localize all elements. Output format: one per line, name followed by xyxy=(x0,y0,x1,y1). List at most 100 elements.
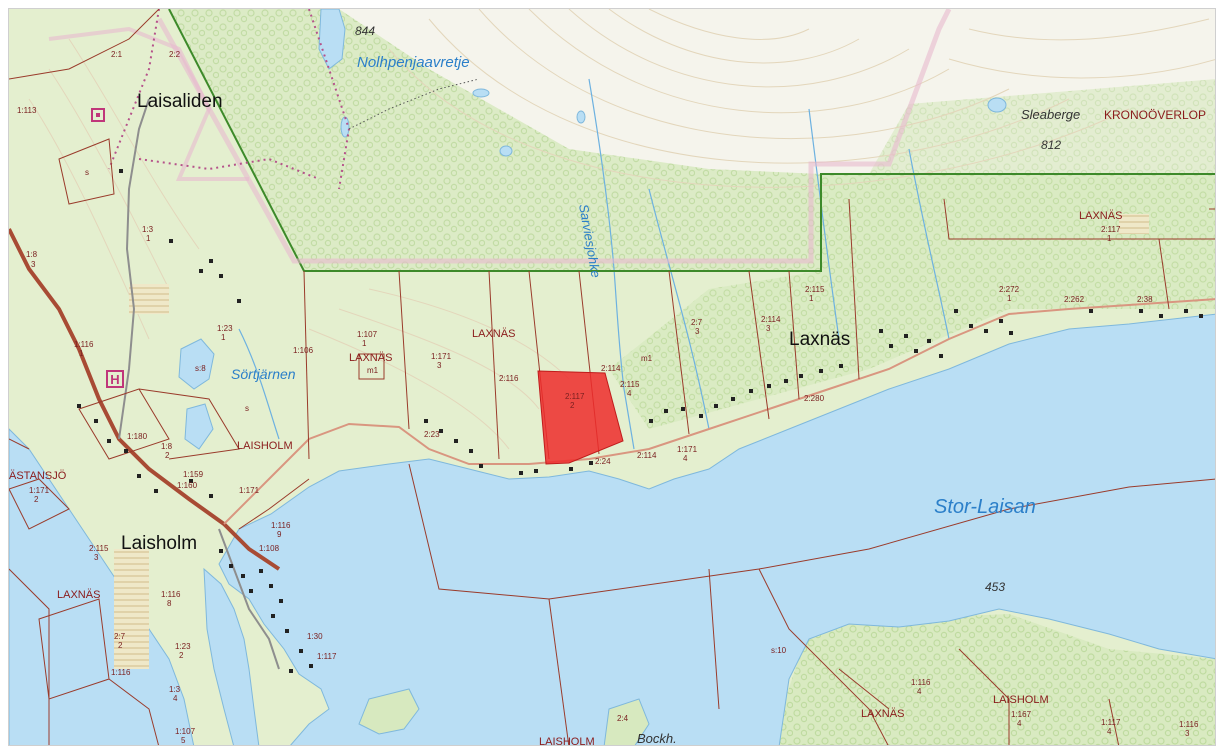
parcel-label: 1:171 xyxy=(29,486,50,495)
parcel-label: 2:24 xyxy=(595,457,611,466)
parcel-label: 1 xyxy=(79,349,84,358)
parcel-label: 1:3 xyxy=(142,225,154,234)
parcel-label: 3 xyxy=(766,324,771,333)
label-laisholm-village: Laisholm xyxy=(121,533,197,554)
parcel-label: 2:117 xyxy=(1101,225,1121,234)
parcel-label: 2:114 xyxy=(601,364,621,373)
label-estate-laxnas-w: LAXNÄS xyxy=(57,589,100,601)
svg-text:H: H xyxy=(110,372,119,387)
lake-stor-laisan xyxy=(218,313,1215,745)
label-bockh: Bockh. xyxy=(637,731,677,746)
parcel-label: 4 xyxy=(1107,727,1112,736)
label-estate-laisholm-se: LAISHOLM xyxy=(993,694,1049,706)
parcel-label: 4 xyxy=(683,454,688,463)
parcel-label: 2:116 xyxy=(499,374,519,383)
parcel-label: 2 xyxy=(118,641,123,650)
parcel-label: 1:3 xyxy=(169,685,181,694)
parcel-label: s xyxy=(85,168,89,177)
parcel-label: s:8 xyxy=(195,364,206,373)
parcel-label: 1:8 xyxy=(161,442,173,451)
reserve-buffer-west xyxy=(48,26,249,181)
map-canvas[interactable]: H Laisaliden Laxnäs Laisholm Bockh. Stor… xyxy=(8,8,1216,746)
parcel-label: 1 xyxy=(362,339,367,348)
parcel-label: 1 xyxy=(1107,234,1112,243)
bog-2 xyxy=(114,549,149,669)
parcel-label: 2:272 xyxy=(999,285,1020,294)
label-estate-laisholm-mid: LAISHOLM xyxy=(237,440,293,452)
hotel-symbol-icon: H xyxy=(106,370,124,388)
parcel-label: 1 xyxy=(809,294,814,303)
label-estate-astansjo: ÄSTANSJÖ xyxy=(9,470,67,482)
parcel-label: 1:159 xyxy=(183,470,204,479)
local-road-laisaliden xyxy=(118,98,150,440)
parcel-label: 2 xyxy=(34,495,39,504)
buildings xyxy=(77,169,1203,673)
parcel-label: 1:23 xyxy=(217,324,233,333)
parcel-label: 2 xyxy=(179,651,184,660)
parcel-lines xyxy=(9,9,1215,745)
parcel-label: 3 xyxy=(1185,729,1190,738)
parcel-label: 1:108 xyxy=(259,544,280,553)
parcel-label: 2:38 xyxy=(1137,295,1153,304)
parcel-label: 1:117 xyxy=(1101,718,1121,727)
parcel-label: s:10 xyxy=(771,646,787,655)
service-symbol-icon xyxy=(91,108,105,122)
island-south-2 xyxy=(603,698,650,745)
reserve-boundary xyxy=(168,9,1215,272)
parcel-label: 1:107 xyxy=(175,727,196,736)
streams xyxy=(238,78,950,450)
label-elev-844: 844 xyxy=(355,24,375,38)
trails xyxy=(108,9,480,190)
parcel-label: 1:160 xyxy=(177,481,198,490)
parcel-label: 1:116 xyxy=(271,521,291,530)
label-elev-812: 812 xyxy=(1041,138,1061,152)
contour-lines xyxy=(28,9,1215,450)
pond-3 xyxy=(576,110,586,124)
parcel-label: 2:117 xyxy=(565,392,585,401)
parcel-label: 1:116 xyxy=(111,668,131,677)
parcel-label: 2 xyxy=(570,401,575,410)
parcel-label: 1:167 xyxy=(1011,710,1032,719)
parcel-label: 2 xyxy=(165,451,170,460)
parcel-label: m1 xyxy=(367,366,379,375)
parcel-label: 4 xyxy=(917,687,922,696)
label-nolhpenjaavretje: Nolhpenjaavretje xyxy=(357,54,470,71)
parcel-label: 2:115 xyxy=(89,544,109,553)
label-laisaliden: Laisaliden xyxy=(137,91,223,112)
parcel-label: 1 xyxy=(146,234,151,243)
parcel-label: 1:116 xyxy=(161,590,181,599)
lake-sortjarnen-2 xyxy=(184,403,214,450)
parcel-label: 1:106 xyxy=(293,346,314,355)
parcel-label: 2:262 xyxy=(1064,295,1085,304)
label-sleaberge: Sleaberge xyxy=(1021,107,1080,122)
parcel-label: 3 xyxy=(695,327,700,336)
parcel-label: 1:117 xyxy=(317,652,337,661)
parcel-label: 1:180 xyxy=(127,432,148,441)
parcel-label: 4 xyxy=(1017,719,1022,728)
parcel-label: 2:7 xyxy=(114,632,126,641)
parcel-label: 3 xyxy=(31,260,36,269)
parcel-label: 1:171 xyxy=(677,445,698,454)
parcel-label: m1 xyxy=(641,354,653,363)
pond-1 xyxy=(472,88,490,98)
label-estate-laxnas-mid: LAXNÄS xyxy=(349,352,392,364)
parcel-label: 1:23 xyxy=(175,642,191,651)
parcel-label: 2:115 xyxy=(805,285,825,294)
forest-south xyxy=(769,614,1215,745)
parcel-label: 9 xyxy=(277,530,282,539)
lake-west-2 xyxy=(203,567,260,745)
bog-3 xyxy=(1119,214,1149,234)
parcel-label: 2:2 xyxy=(169,50,181,59)
selected-parcel-2-117[interactable] xyxy=(537,370,624,465)
forest-east xyxy=(609,174,1215,429)
map-svg[interactable]: H Laisaliden Laxnäs Laisholm Bockh. Stor… xyxy=(9,9,1216,746)
pond-4 xyxy=(340,116,350,138)
parcel-label: 2:1 xyxy=(111,50,123,59)
forest-north xyxy=(169,9,821,271)
parcel-label: 1:113 xyxy=(17,106,37,115)
pond-sleaberge xyxy=(987,97,1007,113)
lake-sortjarnen xyxy=(178,338,215,390)
parcel-label: 4 xyxy=(173,694,178,703)
parcel-label: 3 xyxy=(437,361,442,370)
